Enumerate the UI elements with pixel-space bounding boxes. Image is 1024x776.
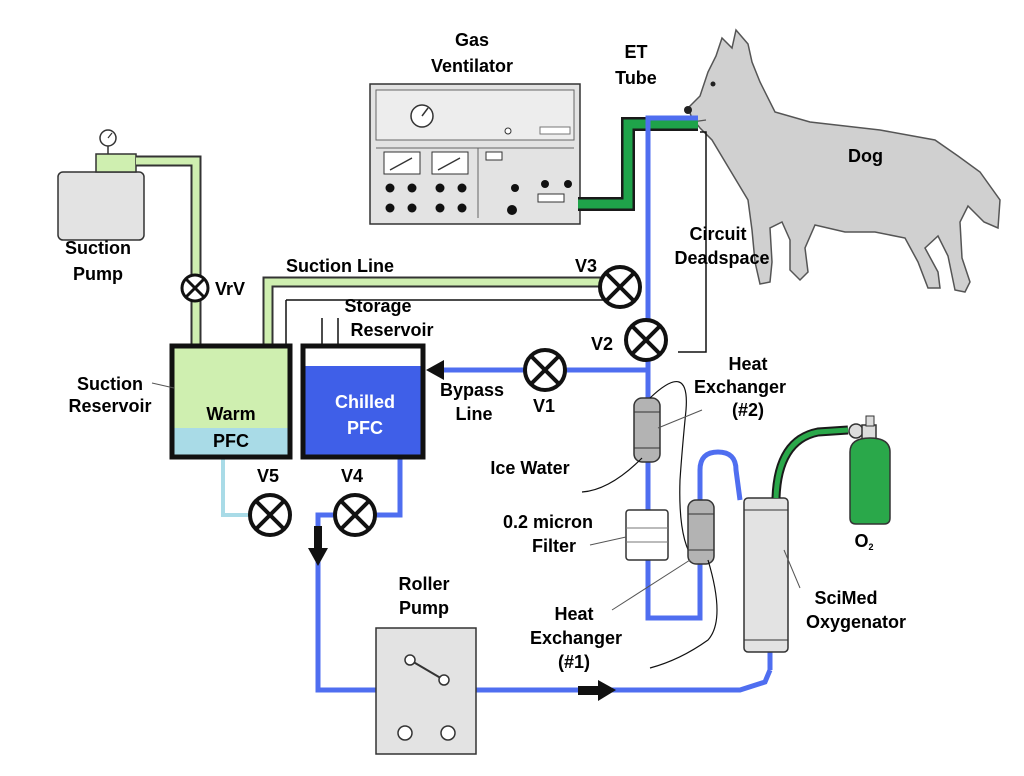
label-heat-exchanger-1-3: (#1): [558, 652, 590, 672]
label-v3: V3: [575, 256, 597, 276]
label-heat-exchanger-1-2: Exchanger: [530, 628, 622, 648]
o2-cylinder: [771, 415, 891, 525]
label-circuit-deadspace-2: Deadspace: [674, 248, 769, 268]
label-pfc-warm: PFC: [213, 431, 249, 451]
label-vrv: VrV: [215, 279, 245, 299]
suction-reservoir: [169, 343, 293, 460]
right-flow-arrow: [578, 680, 616, 701]
down-flow-arrow: [308, 526, 328, 566]
storage-reservoir: [300, 318, 426, 460]
label-heat-exchanger-2-3: (#2): [732, 400, 764, 420]
label-suction-pump-1: Suction: [65, 238, 131, 258]
label-v1: V1: [533, 396, 555, 416]
label-oxygenator-1: SciMed: [814, 588, 877, 608]
label-heat-exchanger-2-1: Heat: [728, 354, 767, 374]
warm-pfc-tubing: [221, 457, 250, 517]
label-bypass-line-1: Bypass: [440, 380, 504, 400]
suction-tubing: [136, 155, 608, 346]
roller-pump: [375, 627, 477, 755]
valve-vrv[interactable]: [180, 273, 210, 303]
label-gas-ventilator-1: Gas: [455, 30, 489, 50]
label-chilled: Chilled: [335, 392, 395, 412]
label-oxygenator-2: Oxygenator: [806, 612, 906, 632]
label-et-tube-2: Tube: [615, 68, 657, 88]
valve-v2[interactable]: [624, 318, 668, 362]
label-roller-pump-1: Roller: [398, 574, 449, 594]
label-filter-1: 0.2 micron: [503, 512, 593, 532]
heat-exchanger-2: [581, 381, 695, 561]
label-v4: V4: [341, 466, 363, 486]
label-filter-2: Filter: [532, 536, 576, 556]
gas-ventilator: [369, 83, 581, 225]
label-suction-reservoir-1: Suction: [77, 374, 143, 394]
label-heat-exchanger-1-1: Heat: [554, 604, 593, 624]
label-heat-exchanger-2-2: Exchanger: [694, 377, 786, 397]
label-pfc-chilled: PFC: [347, 418, 383, 438]
bypass-arrow: [426, 360, 444, 380]
valve-v3[interactable]: [598, 265, 642, 309]
label-o2-sub: 2: [869, 542, 874, 552]
valve-v5[interactable]: [248, 493, 292, 537]
leader-lines: [151, 382, 801, 611]
label-o2: O2: [854, 531, 873, 552]
label-v5: V5: [257, 466, 279, 486]
label-suction-reservoir-2: Reservoir: [68, 396, 151, 416]
label-suction-line: Suction Line: [286, 256, 394, 276]
label-bypass-line-2: Line: [455, 404, 492, 424]
label-dog: Dog: [848, 146, 883, 166]
label-et-tube-1: ET: [624, 42, 647, 62]
label-storage-reservoir-2: Reservoir: [350, 320, 433, 340]
valve-v4[interactable]: [333, 493, 377, 537]
heat-exchanger-1: [649, 499, 718, 669]
label-gas-ventilator-2: Ventilator: [431, 56, 513, 76]
valve-v1[interactable]: [523, 348, 567, 392]
label-storage-reservoir-1: Storage: [344, 296, 411, 316]
label-circuit-deadspace-1: Circuit: [689, 224, 746, 244]
suction-pump: [57, 129, 145, 241]
label-suction-pump-2: Pump: [73, 264, 123, 284]
label-v2: V2: [591, 334, 613, 354]
label-roller-pump-2: Pump: [399, 598, 449, 618]
label-ice-water: Ice Water: [490, 458, 569, 478]
scimed-oxygenator: [743, 497, 789, 653]
filter: [625, 509, 669, 561]
label-o2-main: O: [854, 531, 868, 551]
et-tube: [578, 117, 698, 211]
dog-illustration: [684, 28, 1001, 293]
deadspace-bracket: [678, 131, 707, 353]
label-warm: Warm: [206, 404, 255, 424]
